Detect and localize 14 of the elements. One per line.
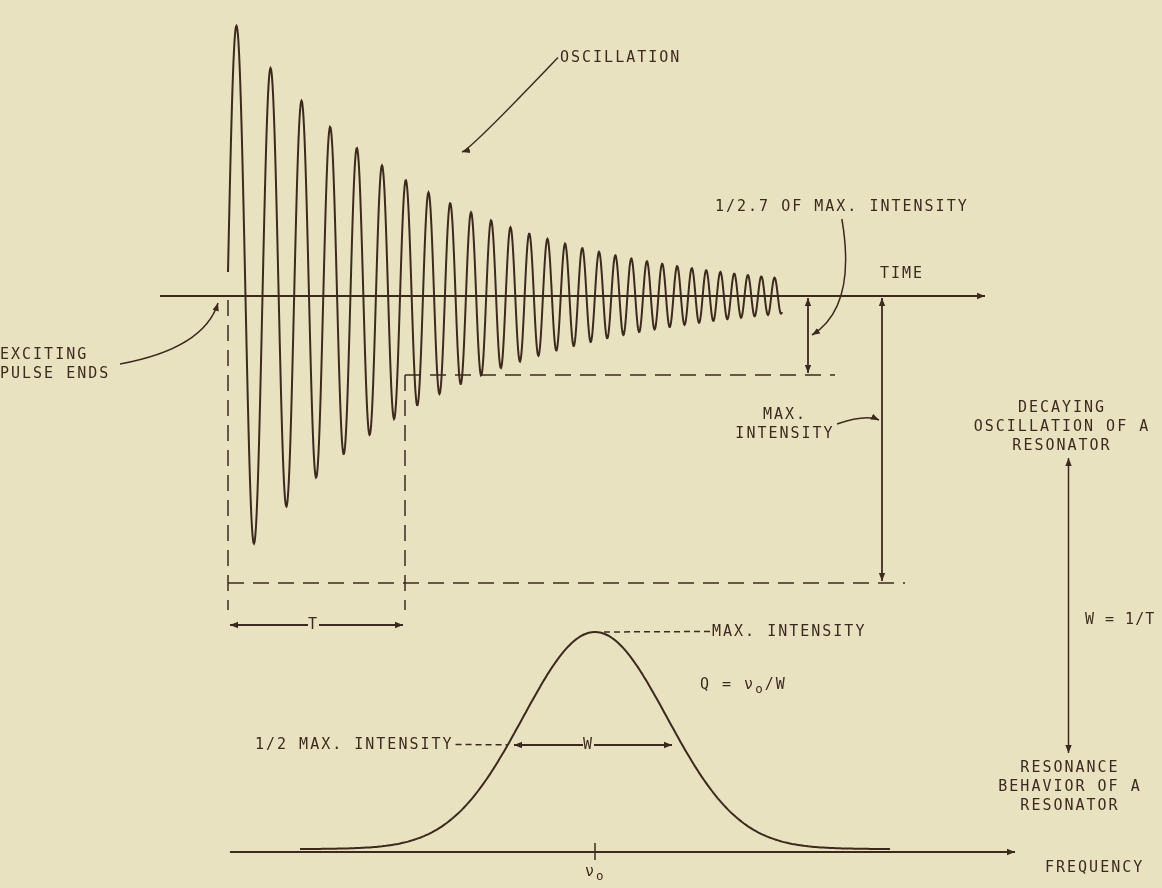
callout-label: EXCITING PULSE ENDS: [0, 345, 118, 383]
callout-label: RESONANCE BEHAVIOR OF A RESONATOR: [985, 758, 1155, 815]
callout-label: 1/2.7 OF MAX. INTENSITY: [715, 197, 969, 216]
leader-line: [836, 414, 880, 425]
leader-line: [811, 218, 847, 336]
callout-label: MAX. INTENSITY: [712, 622, 867, 641]
callout-label: MAX. INTENSITY: [735, 405, 835, 443]
leader-line: [119, 302, 219, 365]
callout-label: 1/2 MAX. INTENSITY: [255, 735, 454, 754]
arrow: [1065, 457, 1072, 754]
axis-label: FREQUENCY: [1045, 858, 1145, 877]
leader-line: [461, 56, 559, 153]
callout-label: DECAYING OSCILLATION OF A RESONATOR: [972, 398, 1152, 455]
callout-label: OSCILLATION: [560, 48, 682, 67]
